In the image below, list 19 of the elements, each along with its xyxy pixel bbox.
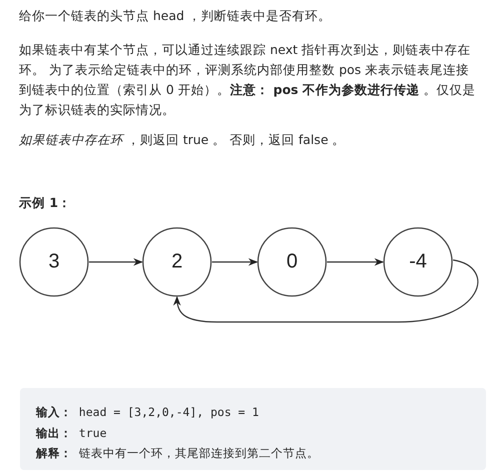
description-paragraph: 给你一个链表的头节点 head ，判断链表中是否有环。	[19, 7, 332, 25]
list-node-circle	[19, 227, 89, 297]
description-paragraph: 如果链表中存在环 ，则返回 true 。 否则，返回 false 。	[19, 131, 346, 149]
arrow	[89, 258, 143, 266]
node-value: 2	[170, 250, 184, 274]
node-value: 3	[47, 250, 61, 274]
example-heading: 示例 1：	[19, 194, 72, 212]
list-node-circle	[383, 227, 453, 297]
example-text-line: 解释： 链表中有一个环，其尾部连接到第二个节点。	[36, 445, 320, 462]
arrow	[212, 258, 258, 266]
example-text-line: 输出： true	[36, 424, 108, 442]
arrow	[327, 258, 384, 266]
node-value: 0	[285, 250, 299, 274]
example-text-line: 输入： head = [3,2,0,-4], pos = 1	[36, 404, 260, 421]
description-paragraph: 如果链表中有某个节点，可以通过连续跟踪 next 指针再次到达，则链表中存在环。 为了表示给定链表中的环，评测系统内部使用整数 pos 来表示链表尾连接到链表中的位置（索引从 0 开始）。注意： pos 不作为参数进行传递 。仅仅是为了标识链表的实际情况。	[19, 41, 477, 119]
list-node-circle	[142, 227, 212, 297]
node-value: -4	[408, 250, 428, 274]
list-node-circle	[257, 227, 327, 297]
arrow	[173, 259, 478, 323]
